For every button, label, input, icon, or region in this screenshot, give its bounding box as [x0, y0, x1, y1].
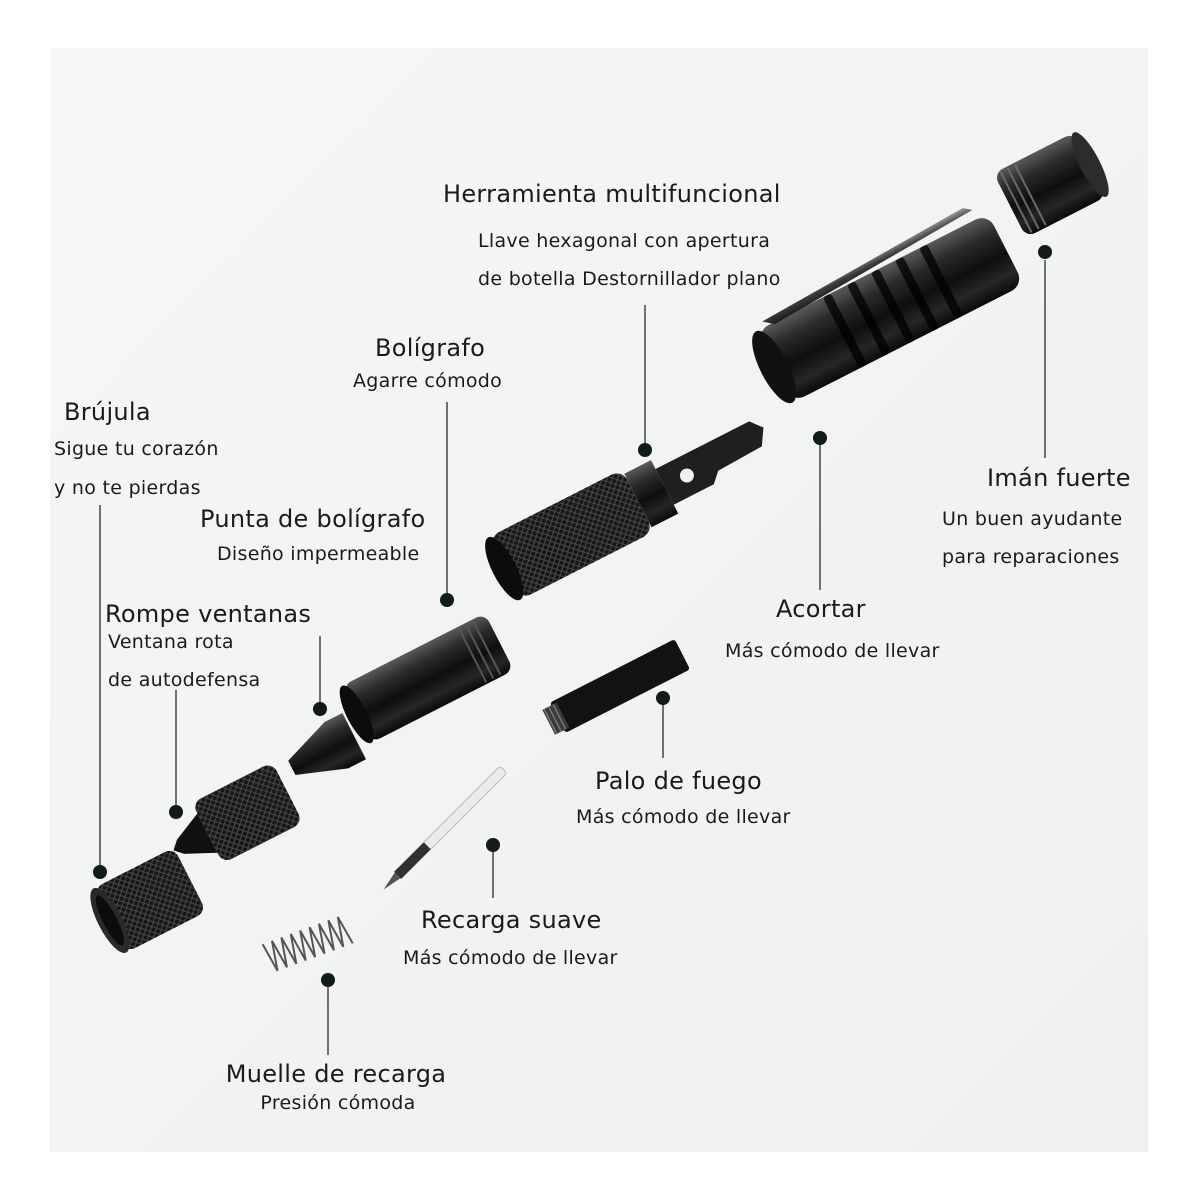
pen-tip-title: Punta de bolígrafo: [200, 505, 426, 533]
pen-tip: [288, 712, 366, 776]
pen-tip-desc: Diseño impermeable: [217, 543, 420, 565]
magnet-cap: [997, 132, 1109, 235]
compass-cap: [90, 850, 203, 953]
fire-stick-desc: Más cómodo de llevar: [576, 806, 791, 828]
compass-desc-2: y no te pierdas: [54, 477, 201, 499]
window-breaker: [173, 765, 300, 861]
leader-lines: [99, 260, 1046, 1055]
window-breaker-desc-1: Ventana rota: [108, 631, 234, 653]
refill-desc: Más cómodo de llevar: [403, 947, 618, 969]
spring: [261, 916, 354, 972]
multitool-section: [485, 421, 764, 601]
marker-dots: [93, 245, 1052, 987]
pen-desc: Agarre cómodo: [353, 370, 503, 392]
fire-stick-title: Palo de fuego: [595, 767, 762, 795]
refill: [383, 766, 507, 890]
multitool-title: Herramienta multifuncional: [443, 180, 781, 208]
spring-title: Muelle de recarga: [225, 1060, 447, 1088]
window-breaker-title: Rompe ventanas: [105, 600, 312, 628]
shorten-title: Acortar: [776, 595, 866, 623]
compass-title: Brújula: [64, 398, 151, 426]
magnet-desc-2: para reparaciones: [942, 546, 1120, 568]
fire-stick: [542, 640, 690, 735]
spring-desc: Presión cómoda: [260, 1092, 416, 1114]
magnet-desc-1: Un buen ayudante: [942, 508, 1123, 530]
refill-title: Recarga suave: [421, 906, 602, 934]
magnet-title: Imán fuerte: [987, 464, 1131, 492]
pen-section: [339, 616, 511, 744]
pen-title: Bolígrafo: [375, 334, 486, 362]
multitool-desc-2: de botella Destornillador plano: [478, 268, 781, 290]
compass-desc-1: Sigue tu corazón: [54, 438, 219, 460]
shorten-desc: Más cómodo de llevar: [725, 640, 940, 662]
main-body: [752, 208, 1020, 404]
multitool-desc-1: Llave hexagonal con apertura: [478, 230, 771, 252]
window-breaker-desc-2: de autodefensa: [108, 669, 261, 691]
